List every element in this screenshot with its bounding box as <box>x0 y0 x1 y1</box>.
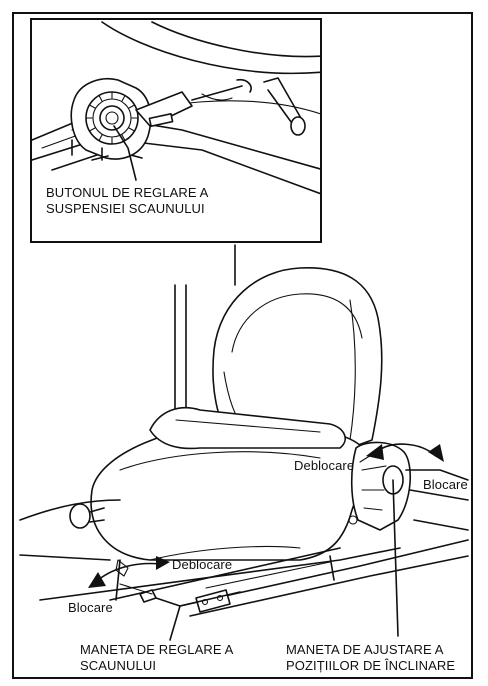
label-blocare-seat: Blocare <box>68 600 113 616</box>
label-deblocare-tilt: Deblocare <box>294 458 354 474</box>
seat-adjust-lever-label: MANETA DE REGLARE A SCAUNULUI <box>80 642 233 674</box>
seat-adjust-lever-label-line2: SCAUNULUI <box>80 658 233 674</box>
label-blocare-tilt: Blocare <box>423 477 468 493</box>
tilt-lever-label-line2: POZIȚIILOR DE ÎNCLINARE <box>286 658 455 674</box>
seat-adjust-lever-label-line1: MANETA DE REGLARE A <box>80 642 233 658</box>
tilt-lever-label: MANETA DE AJUSTARE A POZIȚIILOR DE ÎNCLI… <box>286 642 455 674</box>
tilt-lever-label-line1: MANETA DE AJUSTARE A <box>286 642 455 658</box>
label-deblocare-seat: Deblocare <box>172 557 232 573</box>
